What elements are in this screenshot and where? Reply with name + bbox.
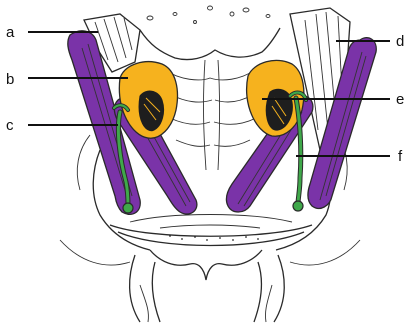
label-d: d xyxy=(396,33,404,50)
label-e: e xyxy=(396,91,404,108)
label-a: a xyxy=(6,24,15,41)
label-f: f xyxy=(398,148,403,165)
left-dark-structure xyxy=(139,91,163,131)
label-b: b xyxy=(6,71,14,88)
label-c: c xyxy=(6,117,14,134)
